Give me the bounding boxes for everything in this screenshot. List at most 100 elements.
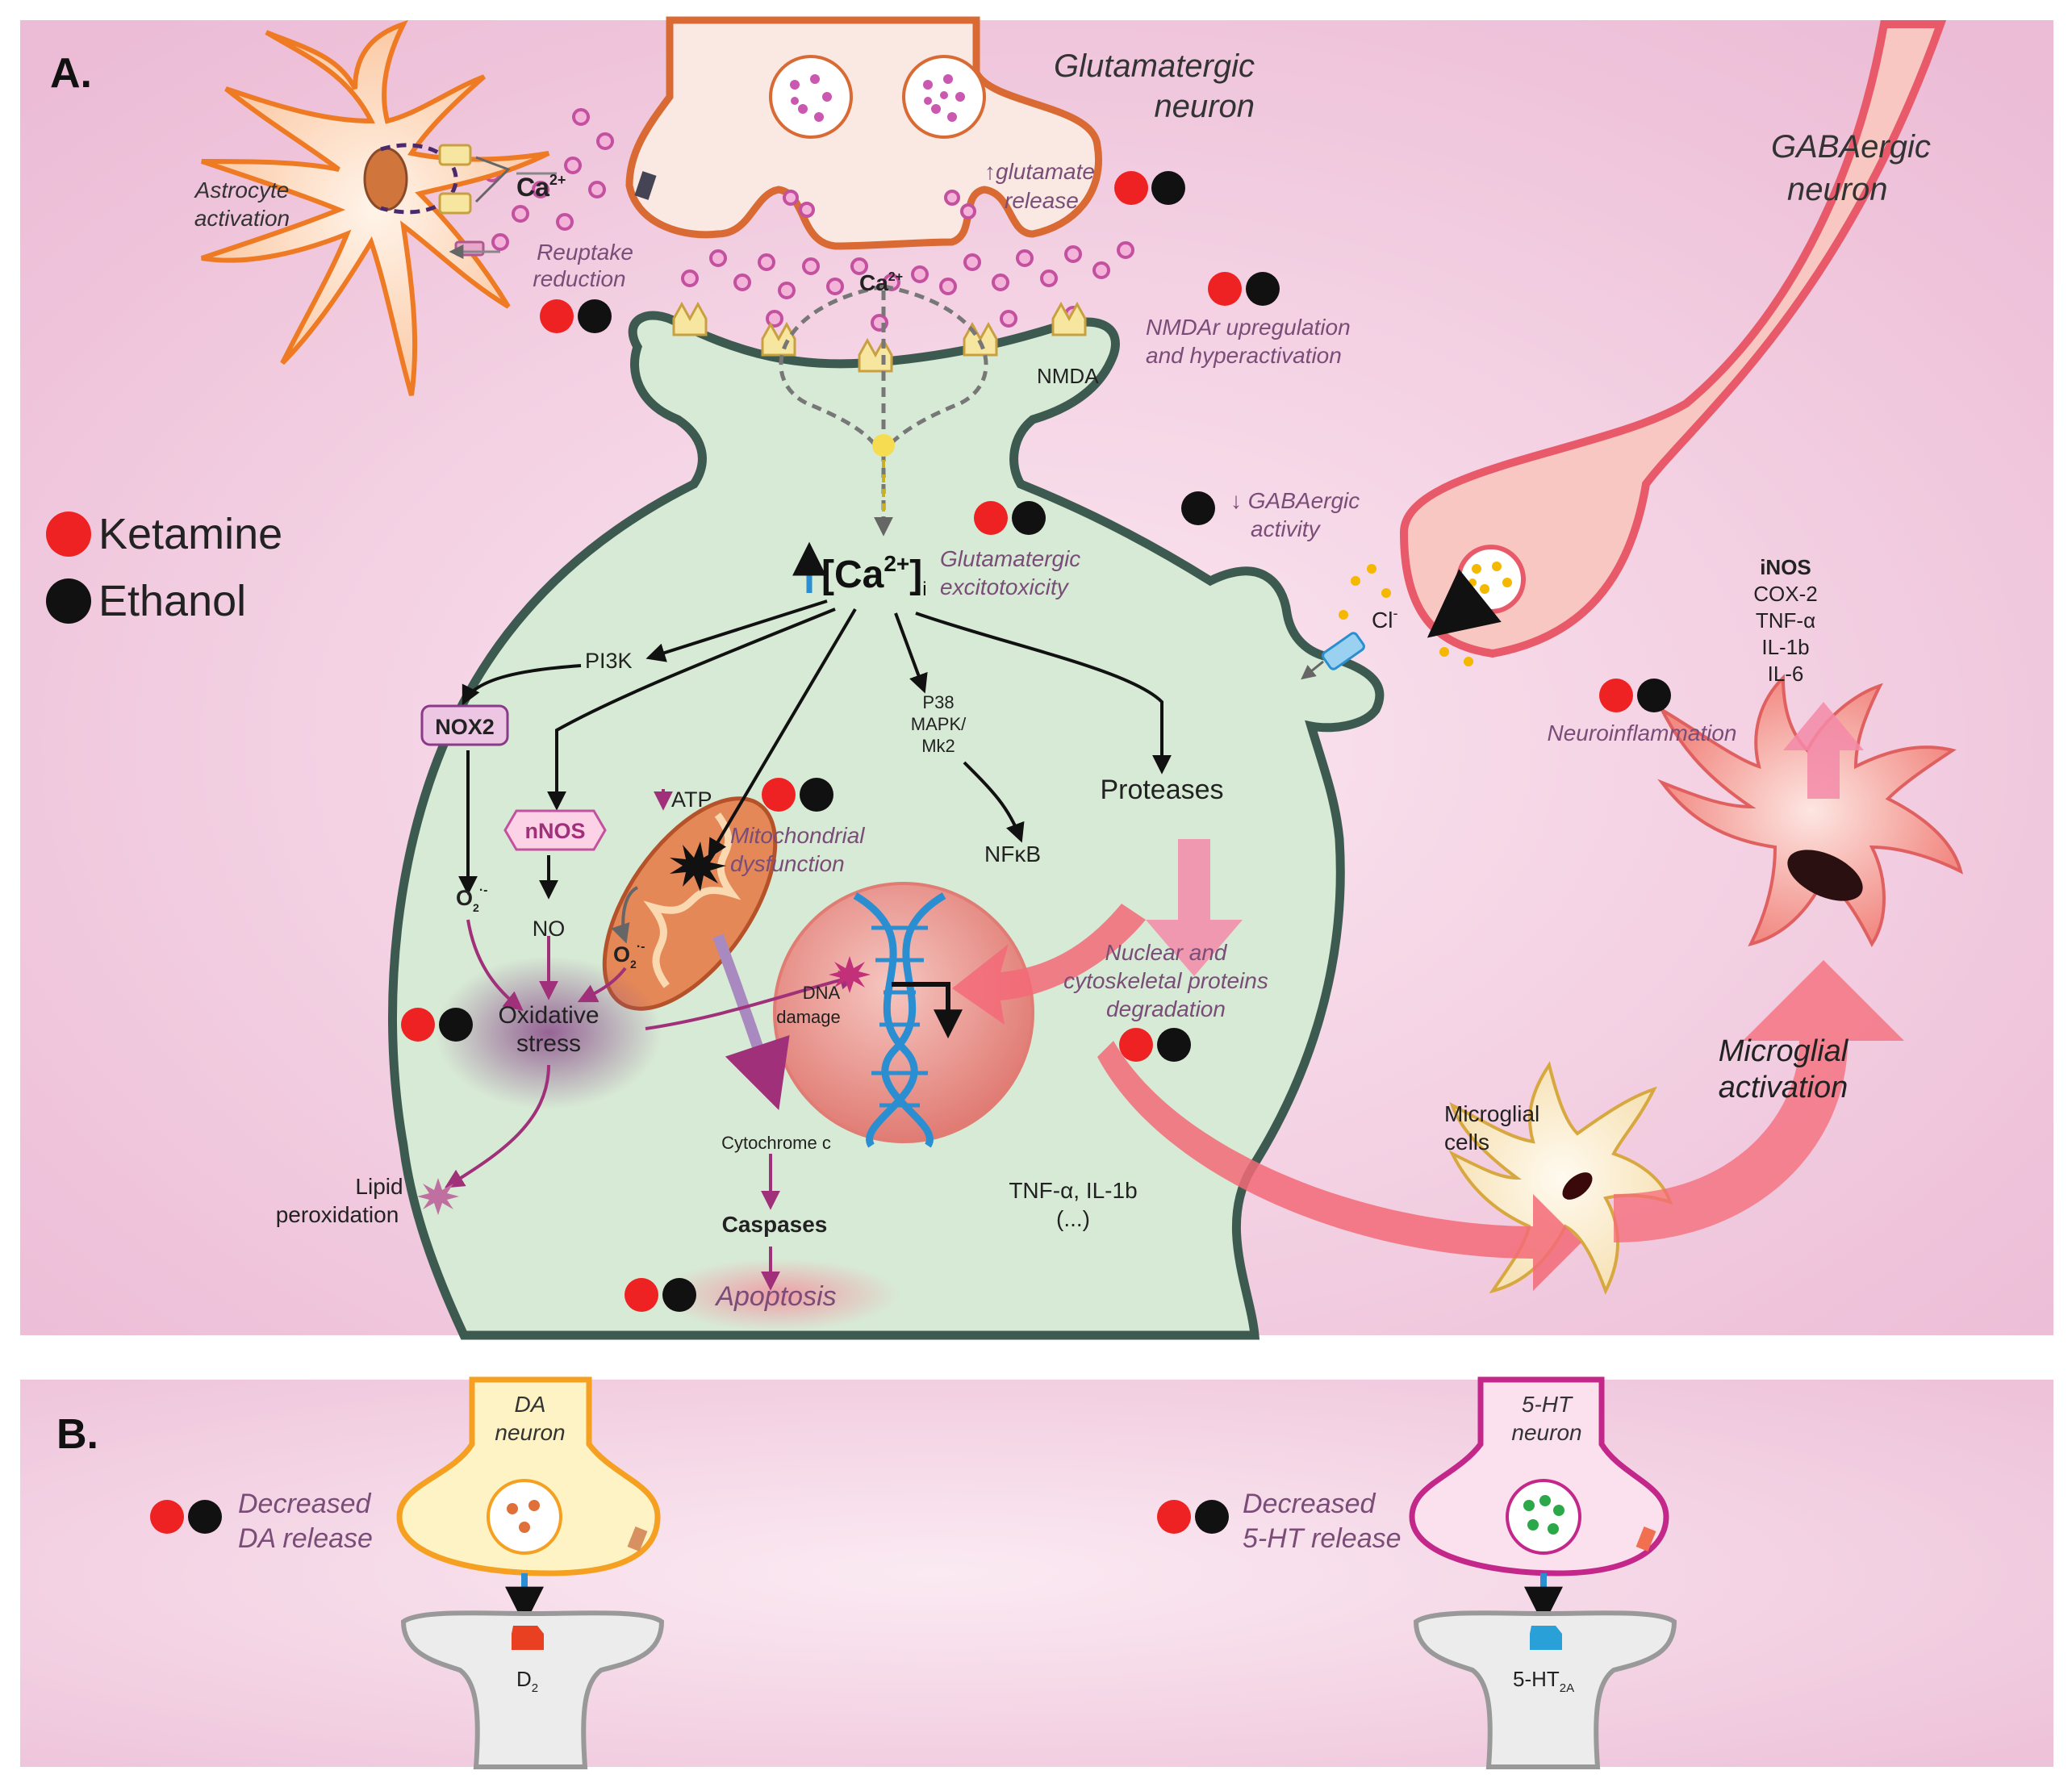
microglial-activation-label-2: activation — [1719, 1071, 1849, 1105]
da-neuron-label-2: neuron — [495, 1420, 565, 1445]
gabaergic-activity-label-2: activity — [1251, 516, 1322, 541]
reuptake-reduction-label-2: reduction — [533, 266, 625, 291]
da-neuron-terminal — [396, 1376, 661, 1576]
panel-a-letter: A. — [50, 50, 92, 97]
microglial-activation-label-1: Microglial — [1719, 1034, 1849, 1068]
panel-b-background — [20, 1380, 2053, 1767]
activated-microglia — [1657, 674, 1963, 947]
astrocyte-activation-label-1: Astrocyte — [194, 177, 290, 203]
drug-effect-markers — [150, 171, 1671, 1534]
nfkb-label: NFκB — [984, 841, 1041, 867]
marker-degradation — [1119, 1028, 1191, 1062]
synaptic-vesicles — [769, 55, 986, 139]
nnos-box — [503, 809, 607, 851]
reuptake-reduction-label-1: Reuptake — [537, 240, 633, 265]
synaptic-calcium-label: Ca2+ — [859, 270, 903, 295]
5ht-neuron-label-1: 5-HT — [1522, 1392, 1573, 1417]
astrocyte-cell — [201, 19, 550, 396]
decreased-5ht-label-1: Decreased — [1243, 1489, 1376, 1519]
nmda-receptor-label: NMDA — [1037, 364, 1099, 388]
inflammatory-flow-arrows — [952, 702, 1904, 1291]
glutamatergic-excitotoxicity-label-1: Glutamatergic — [940, 546, 1080, 571]
nmdar-upregulation-label-1: NMDAr upregulation — [1146, 315, 1351, 340]
oxidative-stress-arrows — [444, 919, 859, 1291]
astrocyte-nucleus — [363, 147, 408, 211]
gabaergic-neuron-label-1: GABAergic — [1771, 129, 1931, 165]
proteases-label: Proteases — [1100, 775, 1223, 805]
glutamatergic-neuron-label-2: neuron — [1154, 89, 1255, 124]
marker-neuroinflammation — [1599, 679, 1671, 712]
astrocyte-activation-label-2: activation — [194, 206, 290, 231]
5ht2a-receptor-label: 5-HT2A — [1513, 1667, 1574, 1695]
no-label: NO — [533, 917, 566, 941]
cytokines-label-2: (...) — [1056, 1206, 1090, 1231]
d2-receptor-shape — [512, 1626, 544, 1650]
lipid-peroxidation-label-1: Lipid — [355, 1174, 403, 1199]
legend-ethanol-label: Ethanol — [98, 577, 246, 625]
legend-ketamine-label: Ketamine — [98, 510, 282, 558]
glutamatergic-neuron-label-1: Glutamatergic — [1054, 48, 1255, 84]
mediator-il6: IL-6 — [1768, 662, 1804, 686]
5ht-vesicle — [1506, 1479, 1581, 1555]
mediator-tnfa: TNF-α — [1756, 608, 1815, 633]
decreased-da-label-2: DA release — [238, 1523, 373, 1554]
5ht-neuron-terminal — [1409, 1376, 1669, 1576]
apoptosis-glow — [658, 1259, 900, 1331]
gaba-receptor — [1301, 632, 1365, 680]
glutamate-release-label-1: ↑glutamate — [984, 159, 1095, 184]
lipid-peroxidation-label-2: peroxidation — [276, 1202, 399, 1227]
pi3k-label: PI3K — [585, 649, 633, 673]
mapk-label: MAPK/ — [911, 714, 967, 734]
gabaergic-activity-label-1: ↓ GABAergic — [1230, 488, 1360, 513]
microglial-cells-label-1: Microglial — [1444, 1101, 1539, 1126]
marker-gabaergic — [1181, 491, 1215, 525]
mediator-il1b: IL-1b — [1761, 635, 1809, 659]
da-postsynaptic-spine — [400, 1610, 665, 1769]
dna-damage-star — [829, 956, 871, 993]
marker-decreased-da — [150, 1500, 222, 1534]
dna-damage-label-1: DNA — [803, 983, 841, 1003]
microglial-cells-label-2: cells — [1444, 1130, 1489, 1155]
legend: Ketamine Ethanol — [46, 510, 282, 625]
protein-degradation-label-2: cytoskeletal proteins — [1063, 968, 1268, 993]
legend-ketamine-dot — [46, 512, 91, 557]
nucleus — [773, 882, 1034, 1143]
chloride-label: Cl- — [1372, 605, 1397, 633]
mediator-inos: iNOS — [1760, 555, 1811, 579]
cytokines-label-1: TNF-α, IL-1b — [1009, 1178, 1137, 1203]
lipid-peroxidation-star — [417, 1178, 459, 1215]
panel-b-letter: B. — [56, 1411, 98, 1458]
dna-helix — [853, 892, 946, 1148]
p38-label: P38 — [922, 692, 954, 712]
marker-nmdar — [1208, 272, 1280, 306]
glutamatergic-presynaptic-terminal — [625, 16, 1102, 250]
glutamate-release-label-2: release — [1005, 188, 1079, 213]
decreased-5ht-label-2: 5-HT release — [1243, 1523, 1402, 1554]
mitochondrial-dysfunction-label-1: Mitochondrial — [730, 823, 865, 848]
da-vesicle — [487, 1479, 562, 1555]
apoptosis-label: Apoptosis — [714, 1281, 836, 1312]
oxidative-stress-cloud — [436, 956, 662, 1109]
signaling-arrows — [458, 599, 1172, 944]
5ht-neuron-label-2: neuron — [1511, 1420, 1581, 1445]
marker-reuptake — [540, 299, 612, 333]
5ht2a-receptor-shape — [1530, 1626, 1562, 1650]
marker-glutamate-release — [1114, 171, 1185, 205]
protein-degradation-label-3: degradation — [1106, 996, 1226, 1021]
superoxide-mito-label: O2·- — [613, 940, 645, 971]
marker-decreased-5ht — [1157, 1500, 1229, 1534]
gaba-release-arrow — [1427, 569, 1502, 638]
nox2-box — [420, 704, 509, 746]
mitochondrial-dysfunction-label-2: dysfunction — [730, 851, 845, 876]
marker-apoptosis — [625, 1278, 696, 1312]
da-neuron-label-1: DA — [515, 1392, 546, 1417]
cytochrome-c-label: Cytochrome c — [721, 1133, 831, 1153]
cytochrome-release-arrow — [712, 933, 790, 1110]
d2-receptor-label: D2 — [516, 1667, 538, 1695]
nox2-label: NOX2 — [435, 715, 495, 739]
marker-oxidative — [401, 1008, 473, 1042]
neuroinflammation-label: Neuroinflammation — [1548, 720, 1737, 745]
mediator-cox2: COX-2 — [1753, 582, 1817, 606]
nnos-label: nNOS — [524, 819, 585, 843]
